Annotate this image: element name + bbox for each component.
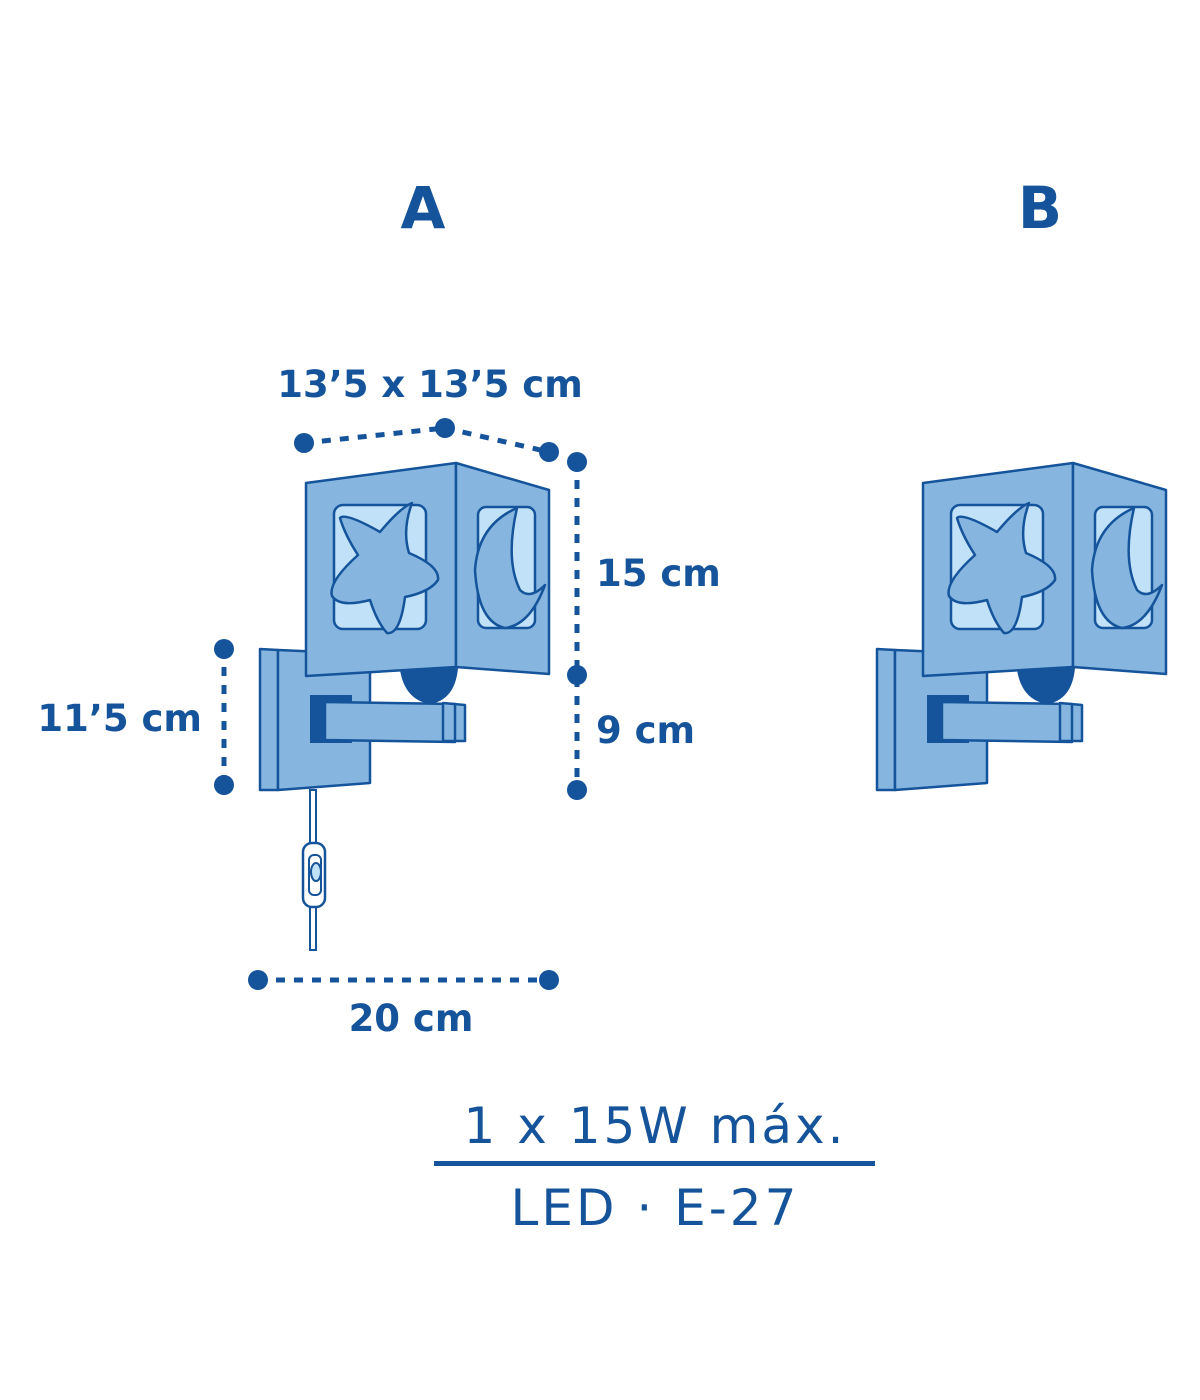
variant-a-label: A: [401, 174, 446, 242]
variant-b-label: B: [1018, 174, 1062, 242]
arm-drop-dimension: 9 cm: [596, 709, 695, 752]
wall-plate-height-dimension: 11’5 cm: [37, 697, 202, 740]
lamp-b-illustration: [875, 461, 1168, 792]
projection-dimension: 20 cm: [349, 997, 474, 1040]
spec-divider: [434, 1161, 875, 1166]
dimension-lines: [214, 418, 587, 990]
power-spec: 1 x 15W máx.: [464, 1097, 847, 1155]
shade-base-dimension: 13’5 x 13’5 cm: [277, 363, 583, 406]
shade-height-dimension: 15 cm: [596, 552, 721, 595]
lamp-a-illustration: [258, 461, 551, 792]
pull-switch-icon: [301, 789, 327, 951]
bulb-spec: LED · E-27: [511, 1179, 800, 1237]
